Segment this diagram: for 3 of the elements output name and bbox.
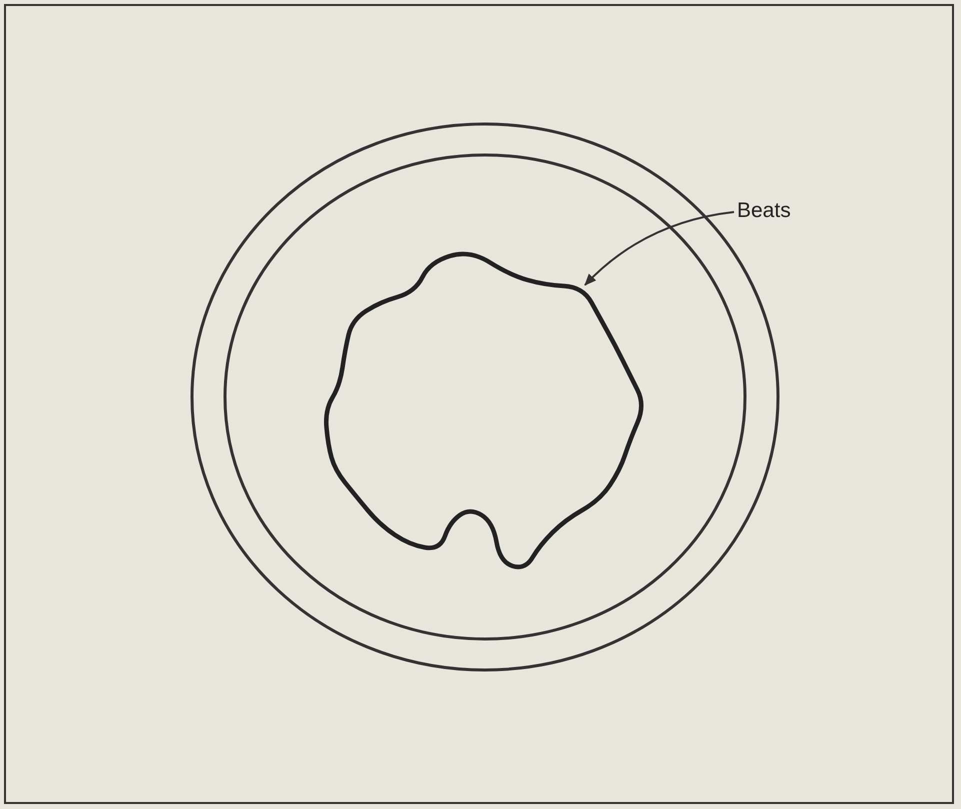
callout-label: Beats bbox=[737, 199, 791, 223]
wavy-blob-outline bbox=[324, 252, 644, 570]
leader-line bbox=[584, 211, 734, 286]
